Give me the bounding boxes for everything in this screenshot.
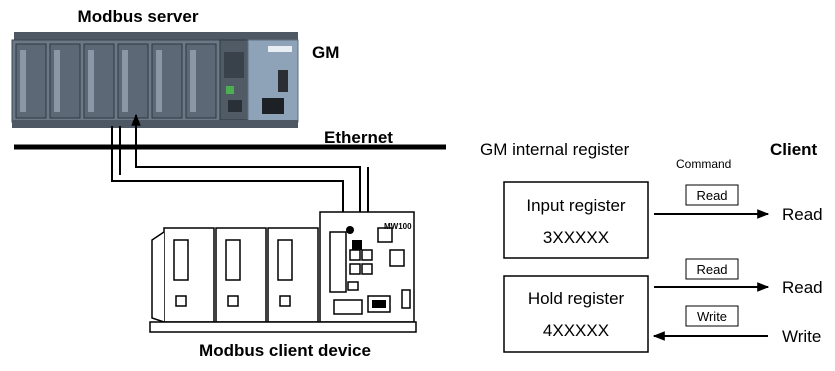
input-read-command-box — [685, 184, 739, 206]
network-cables — [111, 113, 369, 229]
mw100-details-dark — [346, 226, 386, 308]
modbus-server-label: Modbus server — [78, 7, 199, 26]
mw100-device-image — [149, 211, 417, 333]
hold-client-write: Write — [782, 327, 821, 346]
hold-register-name: Hold register — [528, 289, 625, 308]
input-register-name: Input register — [526, 196, 626, 215]
modbus-client-device-label: Modbus client device — [199, 341, 371, 360]
input-read-command: Read — [696, 188, 727, 203]
gm-label: GM — [312, 43, 339, 62]
hold-write-command-box — [685, 305, 739, 327]
hold-client-read: Read — [782, 278, 823, 297]
input-register-box: Input register 3XXXXX — [503, 181, 649, 259]
hold-register-address: 4XXXXX — [543, 321, 609, 340]
command-label: Command — [676, 157, 731, 171]
hold-read-command-box — [685, 258, 739, 280]
gm-internal-register-label: GM internal register — [480, 140, 630, 159]
gm-device-image — [11, 32, 299, 128]
input-client-read: Read — [782, 205, 823, 224]
hold-read-command: Read — [696, 262, 727, 277]
ethernet-label: Ethernet — [324, 128, 393, 147]
input-register-address: 3XXXXX — [543, 228, 609, 247]
hold-register-box: Hold register 4XXXXX — [503, 275, 649, 353]
hold-write-command: Write — [697, 309, 727, 324]
mw100-label: MW100 — [384, 222, 412, 231]
client-label: Client — [770, 140, 818, 159]
